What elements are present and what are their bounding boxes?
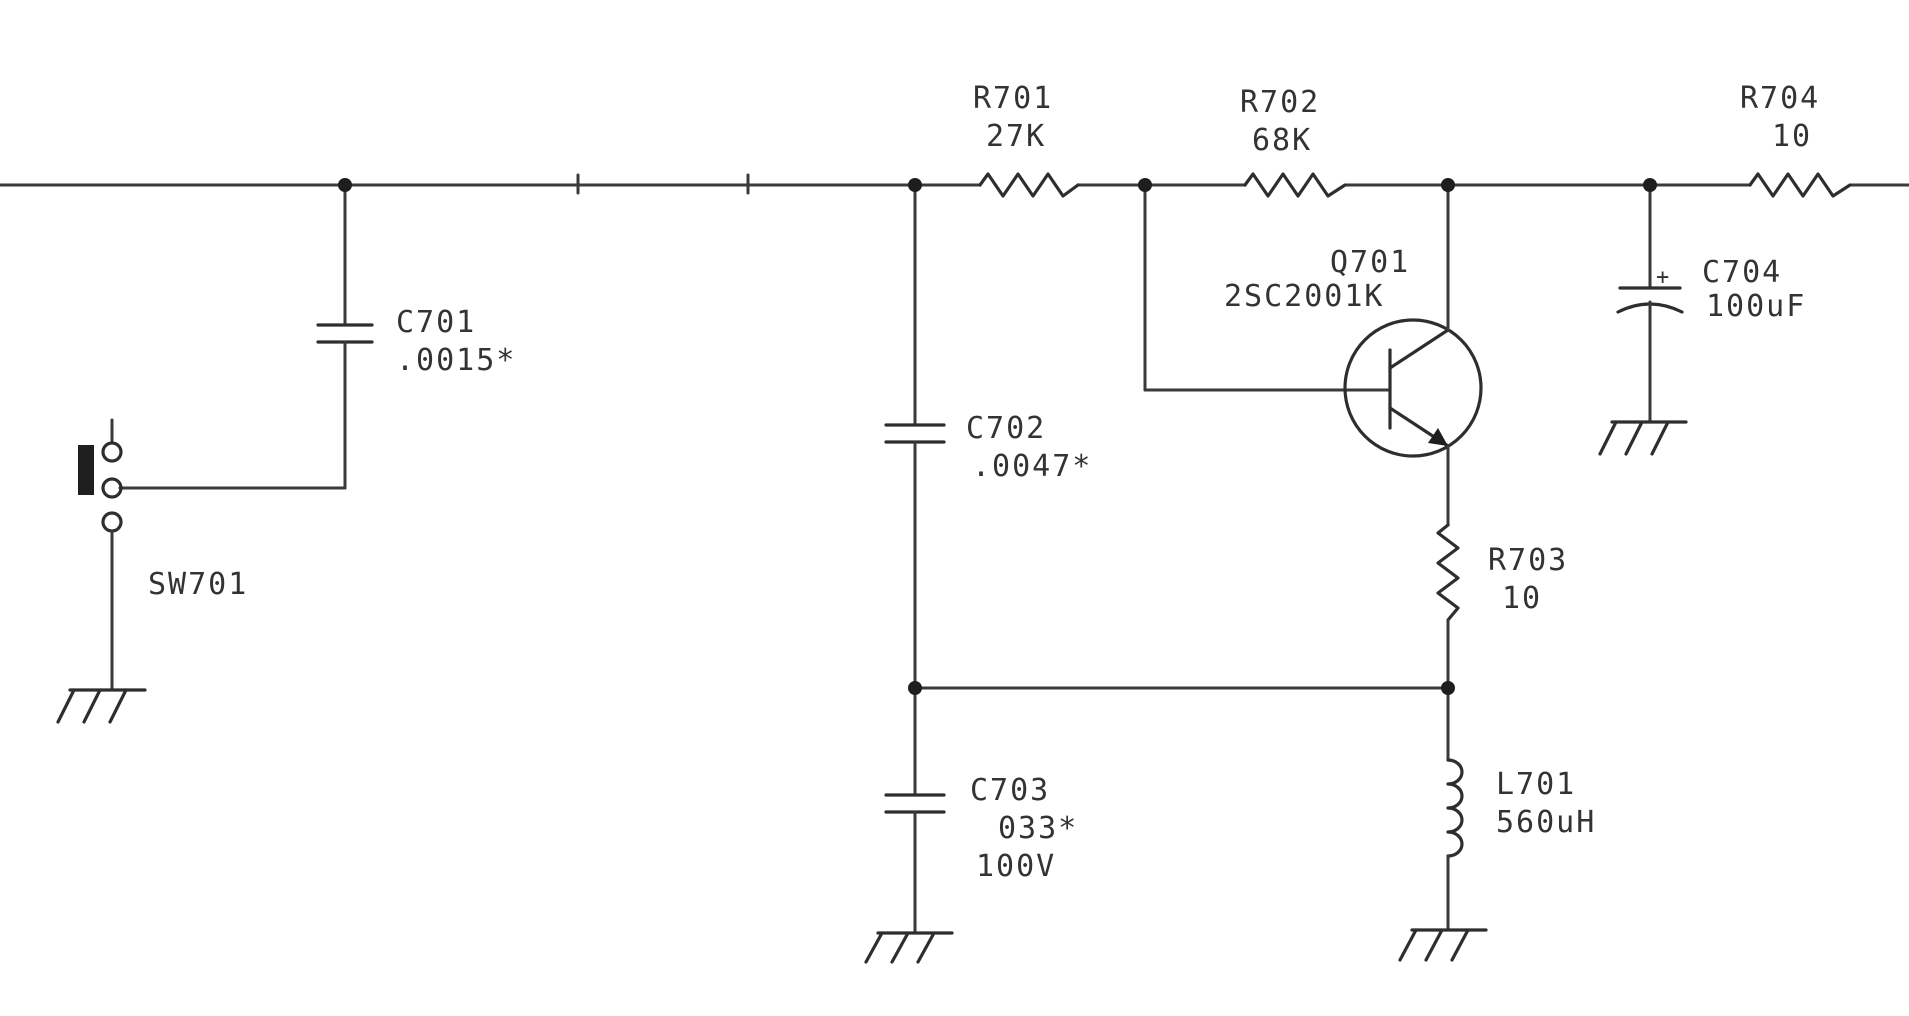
l701-inductor: L701 560uH: [1446, 686, 1596, 930]
q701-value: 2SC2001K: [1224, 279, 1385, 314]
r703-resistor: R703 10: [1436, 523, 1568, 690]
r703-value: 10: [1502, 581, 1542, 616]
r701-resistor: R701 27K: [973, 81, 1080, 198]
r704-ref: R704: [1740, 81, 1820, 116]
c702-capacitor: C702 .0047*: [884, 183, 1092, 690]
junction-c701: [338, 178, 352, 192]
ground-c703: [864, 931, 954, 964]
c701-ref: C701: [396, 305, 476, 340]
junction-c704: [1643, 178, 1657, 192]
c704-capacitor: + C704 100uF: [1616, 183, 1806, 422]
junction-mid-right: [1441, 681, 1455, 695]
top-rail-wires: [0, 173, 1909, 195]
c701-value: .0015*: [396, 343, 516, 378]
ground-c704: [1598, 420, 1688, 456]
c703-rating: 100V: [976, 849, 1056, 884]
sw701-ref: SW701: [148, 567, 248, 602]
junction-base: [1138, 178, 1152, 192]
q701-ref: Q701: [1330, 245, 1410, 280]
junction-mid-left: [908, 681, 922, 695]
c701-capacitor: C701 .0015*: [118, 183, 516, 490]
ground-sw701: [56, 688, 147, 724]
r701-ref: R701: [973, 81, 1053, 116]
r702-ref: R702: [1240, 85, 1320, 120]
q701-transistor: Q701 2SC2001K: [1143, 183, 1483, 527]
sw701-switch: SW701: [78, 418, 248, 690]
junction-c702: [908, 178, 922, 192]
r703-ref: R703: [1488, 543, 1568, 578]
r701-value: 27K: [986, 119, 1046, 154]
ground-l701: [1398, 928, 1488, 962]
c704-ref: C704: [1702, 255, 1782, 290]
c702-value: .0047*: [972, 449, 1092, 484]
c703-value: 033*: [998, 811, 1078, 846]
c703-ref: C703: [970, 773, 1050, 808]
junction-collector: [1441, 178, 1455, 192]
r702-resistor: R702 68K: [1240, 85, 1347, 198]
c702-ref: C702: [966, 411, 1046, 446]
c704-value: 100uF: [1706, 289, 1806, 324]
r702-value: 68K: [1252, 123, 1312, 158]
junction-dots: [338, 178, 1657, 695]
r704-value: 10: [1772, 119, 1812, 154]
c703-capacitor: C703 033* 100V: [884, 686, 1078, 935]
r704-resistor: R704 10: [1740, 81, 1852, 198]
l701-value: 560uH: [1496, 805, 1596, 840]
l701-ref: L701: [1496, 767, 1576, 802]
c704-polarity: +: [1656, 265, 1671, 290]
